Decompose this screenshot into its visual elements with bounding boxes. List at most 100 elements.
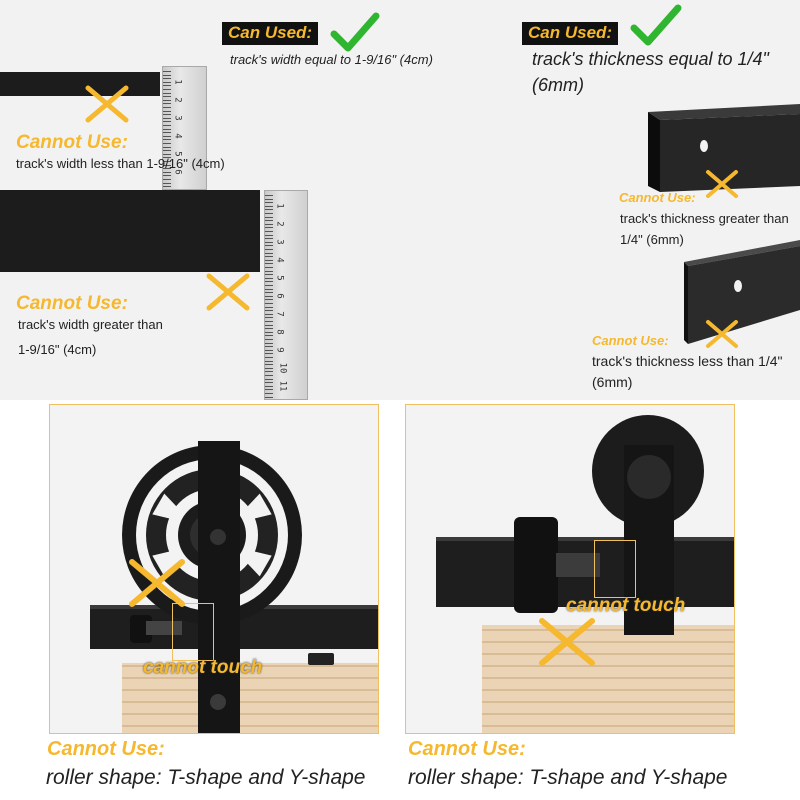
cross-icon bbox=[84, 84, 130, 124]
contact-highlight-box bbox=[594, 540, 636, 598]
ruler-tick bbox=[265, 267, 273, 268]
ruler-tick bbox=[163, 179, 171, 180]
ruler-tick bbox=[265, 285, 273, 286]
can-used-tag-thickness: Can Used: bbox=[522, 22, 619, 45]
ruler-number: 4 bbox=[172, 133, 183, 139]
ruler-tick bbox=[163, 85, 171, 87]
ruler-tick bbox=[265, 385, 273, 387]
ruler-tick bbox=[163, 135, 171, 137]
ruler-tick bbox=[163, 99, 171, 101]
ruler-tick bbox=[163, 125, 171, 126]
ruler-tick bbox=[163, 153, 171, 155]
thin-track-image bbox=[684, 240, 800, 349]
ruler-tick bbox=[265, 353, 273, 355]
cross-icon bbox=[205, 272, 251, 312]
ruler-number: 4 bbox=[274, 257, 285, 263]
thinner-cannot-use-text: track's thickness less than 1/4" (6mm) bbox=[592, 353, 783, 390]
ruler-tick bbox=[163, 186, 171, 188]
ruler-tick bbox=[163, 143, 171, 144]
spoke-cannot-use-text: roller shape: T-shape and Y-shape bbox=[46, 766, 366, 789]
ruler-tick bbox=[265, 245, 273, 247]
ruler-tick bbox=[265, 299, 273, 301]
ruler-tick bbox=[265, 306, 273, 308]
ruler-number: 10 bbox=[277, 362, 288, 374]
ruler-number: 8 bbox=[274, 329, 285, 335]
ruler-tick bbox=[265, 281, 273, 283]
ruler-tick bbox=[265, 234, 273, 236]
ruler-tick bbox=[265, 360, 273, 362]
thicker-cannot-use-label: Cannot Use: bbox=[619, 190, 696, 205]
ruler-tick bbox=[163, 110, 171, 112]
spoke-wheel-panel: cannot touch bbox=[49, 404, 379, 734]
narrow-track-image bbox=[0, 72, 160, 96]
ruler-tick bbox=[163, 103, 171, 105]
ruler-number: 9 bbox=[274, 347, 285, 353]
ruler-tick bbox=[163, 117, 171, 119]
thick-track-image bbox=[648, 104, 800, 201]
width-equal-text: track's width equal to 1-9/16" (4cm) bbox=[230, 52, 433, 67]
cross-icon bbox=[704, 168, 740, 200]
ruler-number: 3 bbox=[172, 115, 183, 121]
ruler-tick bbox=[265, 213, 273, 214]
ruler-tick bbox=[265, 295, 273, 297]
ruler-tick bbox=[265, 342, 273, 344]
ruler-tick bbox=[163, 89, 171, 90]
ruler-tick bbox=[163, 150, 171, 152]
ruler-tick bbox=[265, 288, 273, 290]
ruler-number: 1 bbox=[274, 203, 285, 209]
ruler-tick bbox=[265, 321, 273, 322]
ruler-tick bbox=[265, 223, 273, 225]
checkmark-icon bbox=[630, 4, 682, 48]
ruler-tick bbox=[265, 378, 273, 380]
ruler-tick bbox=[163, 161, 171, 162]
ruler-tick bbox=[163, 157, 171, 159]
ruler-tick bbox=[265, 310, 273, 312]
cross-icon bbox=[128, 558, 186, 608]
ruler-tick bbox=[163, 132, 171, 134]
ruler-number: 11 bbox=[277, 380, 288, 392]
ruler-tick bbox=[163, 121, 171, 123]
ruler-tick bbox=[265, 231, 273, 232]
ruler-tick bbox=[265, 371, 273, 373]
ruler-tick bbox=[265, 277, 273, 279]
ruler-tick bbox=[265, 335, 273, 337]
ruler-tick bbox=[163, 74, 171, 76]
t-cannot-use-label: Cannot Use: bbox=[408, 738, 526, 760]
ruler-tick bbox=[265, 349, 273, 351]
wide-cannot-use-label: Cannot Use: bbox=[16, 293, 128, 314]
cross-icon bbox=[704, 318, 740, 350]
t-wheel-panel: cannot touch bbox=[405, 404, 735, 734]
ruler-number: 5 bbox=[274, 275, 285, 281]
ruler-tick bbox=[265, 292, 273, 294]
ruler-tick bbox=[163, 107, 171, 108]
ruler-tick bbox=[265, 357, 273, 358]
ruler-tick bbox=[265, 375, 273, 376]
ruler-tick bbox=[265, 346, 273, 348]
ruler-tick bbox=[265, 339, 273, 340]
ruler-tick bbox=[265, 227, 273, 229]
narrow-cannot-use-label: Cannot Use: bbox=[16, 132, 128, 153]
narrow-cannot-use-text: track's width less than 1-9/16" (4cm) bbox=[16, 156, 225, 171]
ruler-tick bbox=[265, 263, 273, 265]
ruler-tick bbox=[265, 198, 273, 200]
ruler-tick bbox=[163, 139, 171, 141]
ruler-tick bbox=[265, 205, 273, 207]
ruler-tick bbox=[163, 128, 171, 130]
ruler-tick bbox=[265, 216, 273, 218]
ruler-tick bbox=[265, 209, 273, 211]
checkmark-icon bbox=[330, 12, 380, 54]
ruler-tick bbox=[163, 168, 171, 170]
ruler-tick bbox=[265, 252, 273, 254]
ruler-tick bbox=[265, 389, 273, 391]
ruler-tick bbox=[265, 256, 273, 258]
ruler-tick bbox=[265, 367, 273, 369]
ruler-tick bbox=[265, 382, 273, 384]
ruler-number: 1 bbox=[172, 79, 183, 85]
ruler-tick bbox=[265, 274, 273, 276]
ruler-tick bbox=[265, 220, 273, 222]
ruler-tick bbox=[265, 249, 273, 250]
ruler-number: 6 bbox=[274, 293, 285, 299]
ruler-tick bbox=[163, 81, 171, 83]
